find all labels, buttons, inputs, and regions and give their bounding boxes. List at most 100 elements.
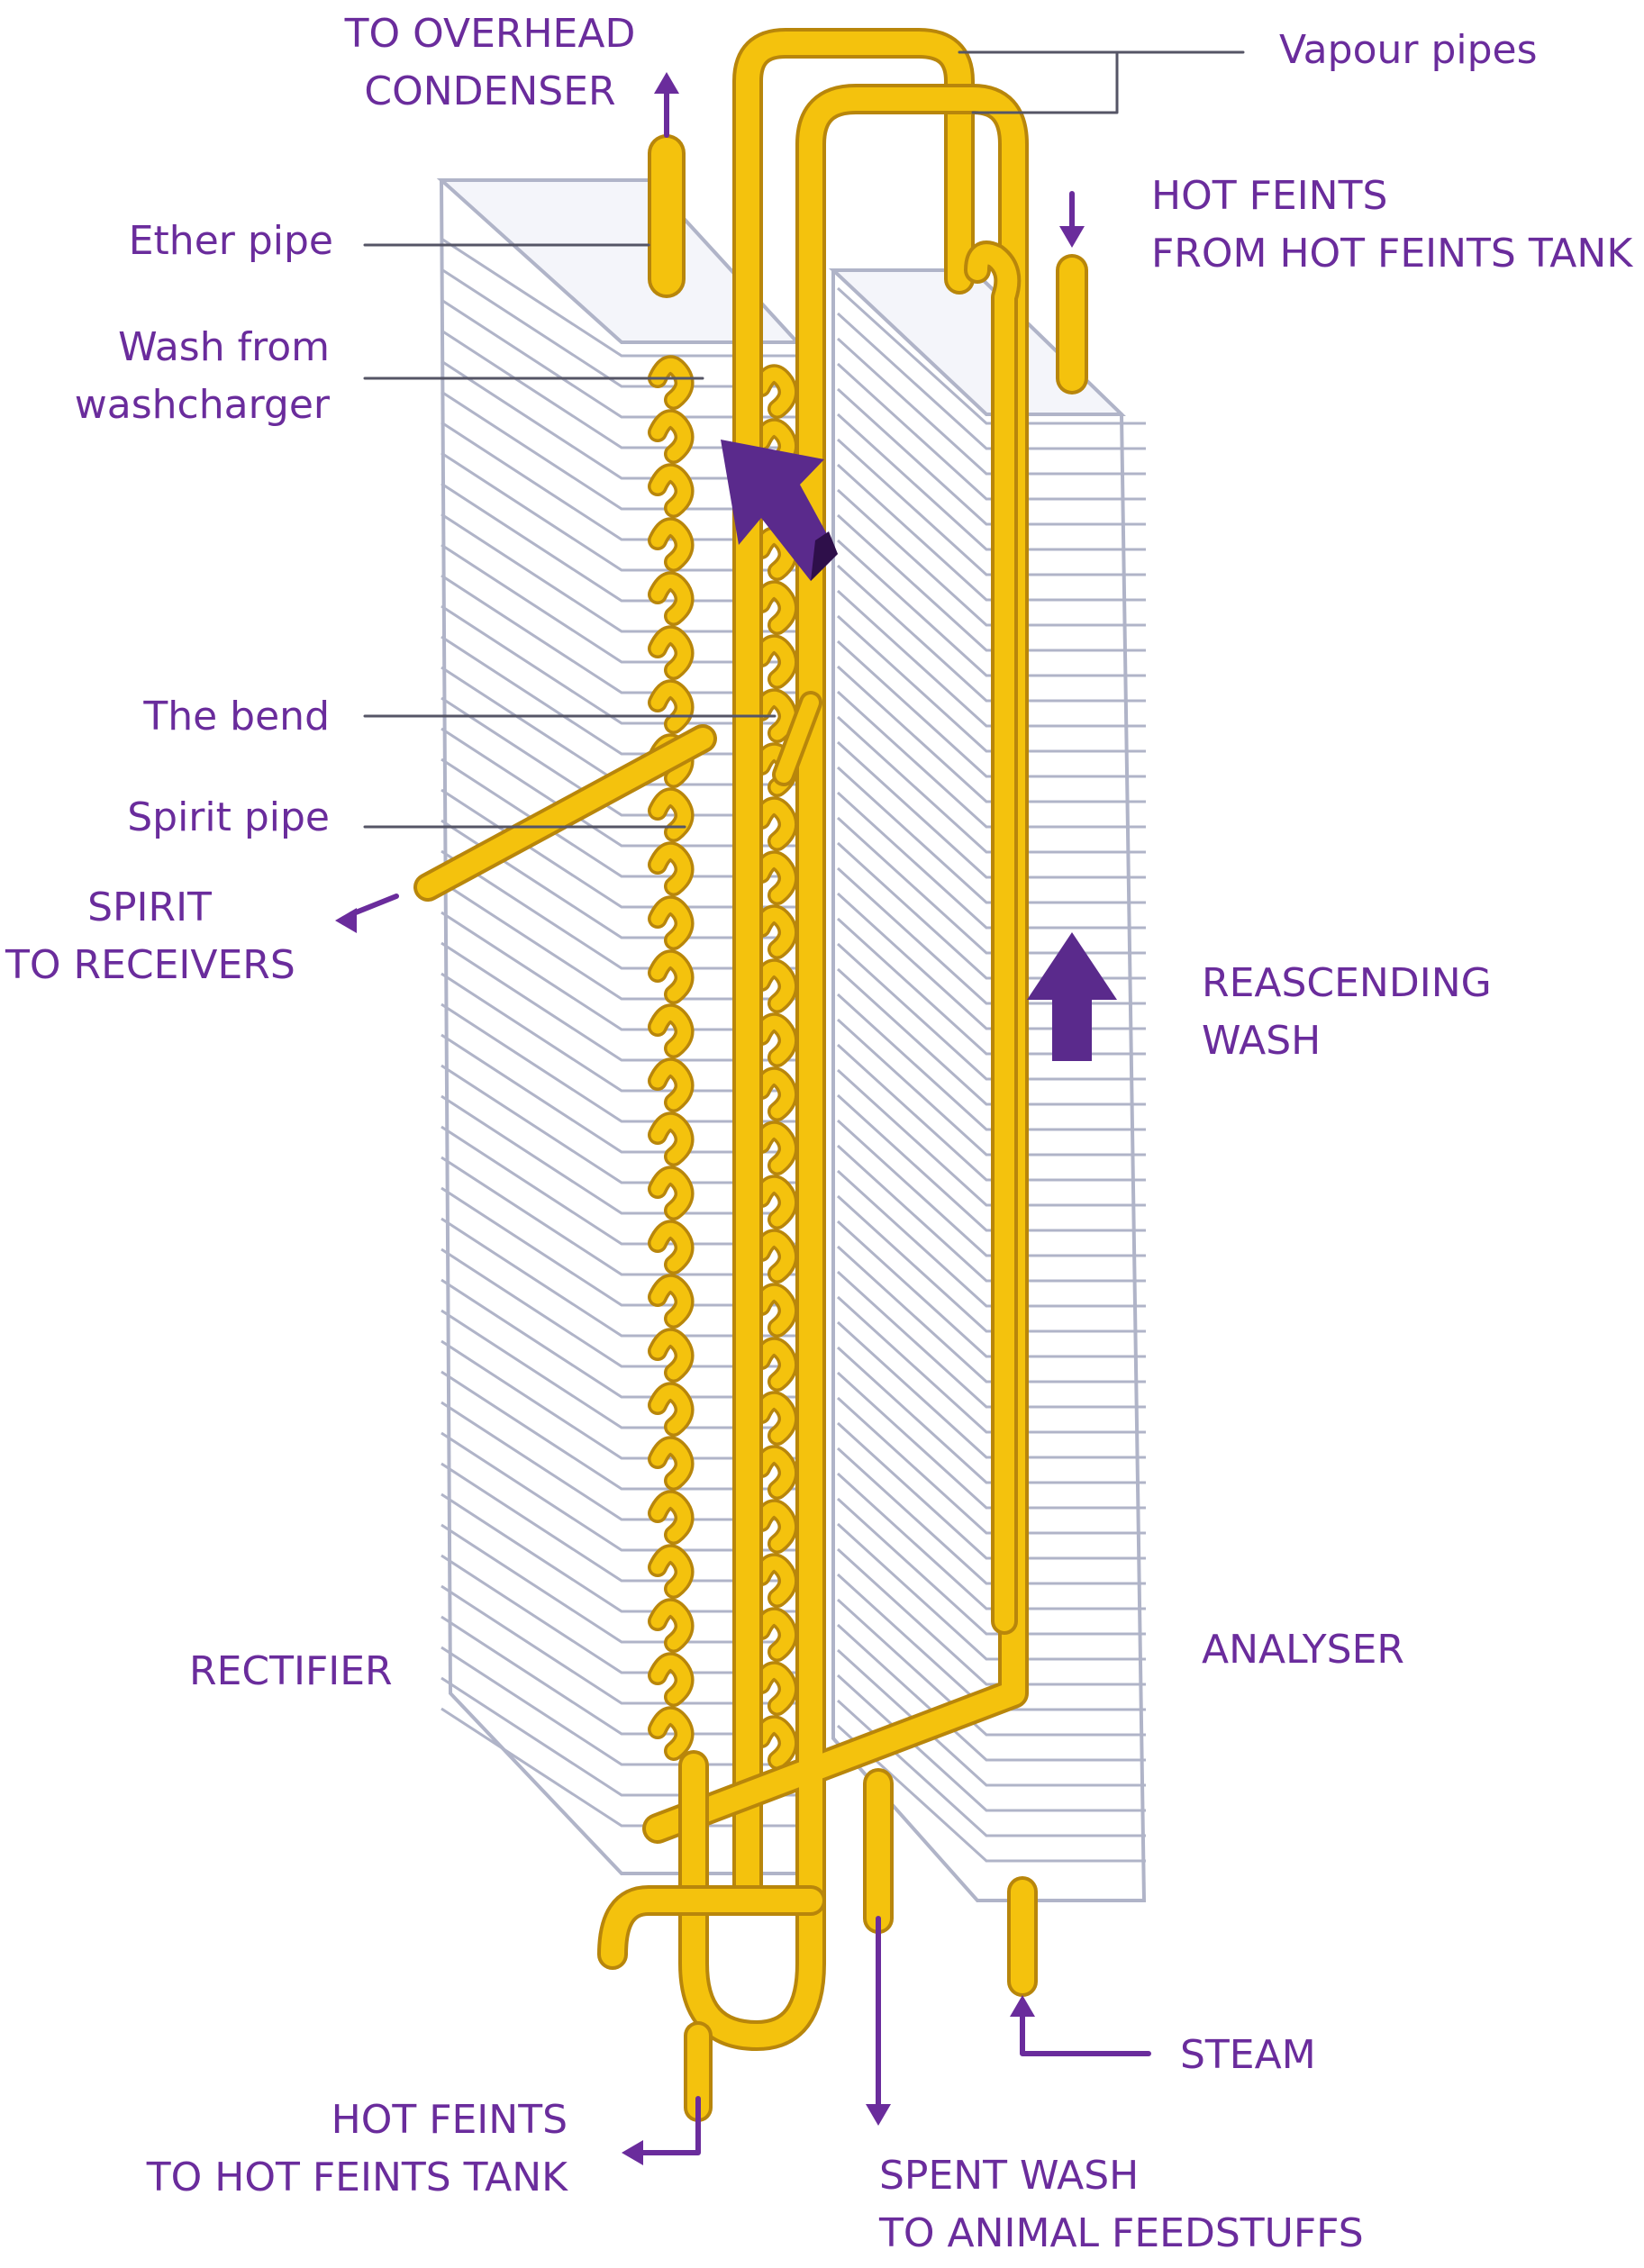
analyser-plate: [836, 715, 1146, 854]
analyser-plate: [836, 286, 1146, 425]
analyser-plate: [836, 1245, 1146, 1383]
arrow-spent-wash-head: [866, 2104, 891, 2126]
coil-hook: [650, 628, 692, 677]
analyser-plate: [836, 1346, 1146, 1484]
analyser-plate: [836, 1598, 1146, 1737]
analyser-plate: [836, 1220, 1146, 1358]
analyser-plate: [836, 1270, 1146, 1409]
label-rectifier: RECTIFIER: [189, 1648, 393, 1694]
arrow-steam-shaft: [1020, 2006, 1151, 2056]
hot-feints-return-pipe: [967, 244, 1018, 1631]
coil-hook: [650, 574, 692, 623]
coil-hook: [650, 1384, 692, 1434]
label-hot-feints-to-tank: HOT FEINTS TO HOT FEINTS TANK: [146, 2097, 568, 2200]
vapour-pipe-1: [736, 32, 971, 1912]
analyser-plate: [836, 387, 1146, 526]
analyser-plate: [836, 1623, 1146, 1762]
analyser-plate: [836, 816, 1146, 955]
coil-hook: [754, 583, 795, 632]
coil-hook: [650, 1438, 692, 1488]
analyser-top: [828, 268, 1126, 416]
analyser-body: [831, 268, 1147, 1902]
coil-hook: [650, 1006, 692, 1056]
analyser-plate: [836, 942, 1146, 1081]
analyser-plate: [836, 589, 1146, 728]
coil-hook: [650, 1168, 692, 1218]
label-vapour-pipes: Vapour pipes: [1279, 27, 1538, 73]
coil-hook: [754, 961, 795, 1011]
analyser-plate: [836, 413, 1146, 551]
arrow-spirit-out-head: [335, 908, 357, 933]
label-spirit-pipe: Spirit pipe: [127, 794, 330, 840]
analyser-plate: [836, 640, 1146, 778]
reascending-wash-arrow: [1027, 932, 1117, 1061]
coil-hook: [754, 853, 795, 903]
arrow-hot-feints-in-head: [1059, 226, 1085, 248]
label-hot-feints-from-tank: HOT FEINTS FROM HOT FEINTS TANK: [1151, 173, 1633, 277]
arrow-steam-head: [1010, 1995, 1035, 2017]
coil-hook: [754, 1231, 795, 1281]
the-bend-pipe: [776, 694, 819, 783]
label-analyser: ANALYSER: [1202, 1627, 1404, 1673]
arrow-to-condenser-head: [654, 72, 679, 94]
analyser-plate: [836, 866, 1146, 1005]
analyser-plate: [836, 917, 1146, 1056]
analyser-plate: [836, 740, 1146, 879]
coil-hook: [650, 1060, 692, 1110]
coil-hook: [650, 1222, 692, 1272]
analyser-plate: [836, 463, 1146, 602]
coil-hook: [650, 1709, 692, 1758]
bottom-u-pipe: [682, 1754, 822, 2047]
analyser-plate: [836, 993, 1146, 1131]
analyser-plate: [836, 791, 1146, 930]
coil-hook: [754, 1285, 795, 1335]
coil-hook: [754, 367, 795, 416]
analyser-plate: [836, 337, 1146, 476]
coil-hook: [754, 1610, 795, 1659]
analyser-plate: [836, 1068, 1146, 1207]
analyser-plate: [836, 488, 1146, 627]
coil-hook: [650, 1276, 692, 1326]
coil-hook: [650, 844, 692, 894]
coil-hook: [754, 1393, 795, 1443]
analyser-plate: [836, 1194, 1146, 1333]
coil-hook: [650, 520, 692, 569]
analyser-plate: [836, 1295, 1146, 1434]
leader-vapour-pipes: [971, 50, 1245, 114]
coil-hook: [754, 691, 795, 740]
analyser-plate: [836, 1169, 1146, 1308]
coil-hook: [754, 1718, 795, 1767]
coil-hook: [754, 1556, 795, 1605]
spirit-pipe: [417, 728, 713, 898]
coil-hook: [650, 898, 692, 948]
leader-lines: [363, 50, 1245, 829]
analyser-plate: [836, 1447, 1146, 1585]
analyser-plate: [836, 1472, 1146, 1610]
wash-entry-arrow-shadow: [811, 531, 838, 581]
coil-hook: [650, 1114, 692, 1164]
analyser-plate: [836, 766, 1146, 904]
analyser-plate: [836, 1522, 1146, 1661]
analyser-plate: [836, 1421, 1146, 1560]
analyser-plate: [836, 665, 1146, 803]
coil-hook: [650, 1492, 692, 1542]
label-reascending-wash: REASCENDING WASH: [1202, 960, 1492, 1064]
wash-entry-arrow: [721, 440, 838, 581]
arrow-hot-feints-out-shaft: [632, 2096, 701, 2155]
analyser-column: [828, 268, 1147, 1902]
analyser-plate: [836, 1396, 1146, 1535]
label-steam: STEAM: [1180, 2032, 1316, 2078]
analyser-plate: [836, 1497, 1146, 1636]
analyser-plate: [836, 614, 1146, 753]
coil-hook: [754, 1664, 795, 1713]
analyser-plate: [836, 1093, 1146, 1232]
coil-hook: [754, 1069, 795, 1119]
coil-hook: [650, 466, 692, 515]
coil-hook: [754, 1015, 795, 1065]
coil-hook: [754, 1339, 795, 1389]
bottom-loop-pipe: [601, 1889, 822, 1966]
coil-hook: [650, 790, 692, 839]
label-ether-pipe: Ether pipe: [128, 218, 333, 264]
flow-arrows: [335, 72, 1151, 2165]
